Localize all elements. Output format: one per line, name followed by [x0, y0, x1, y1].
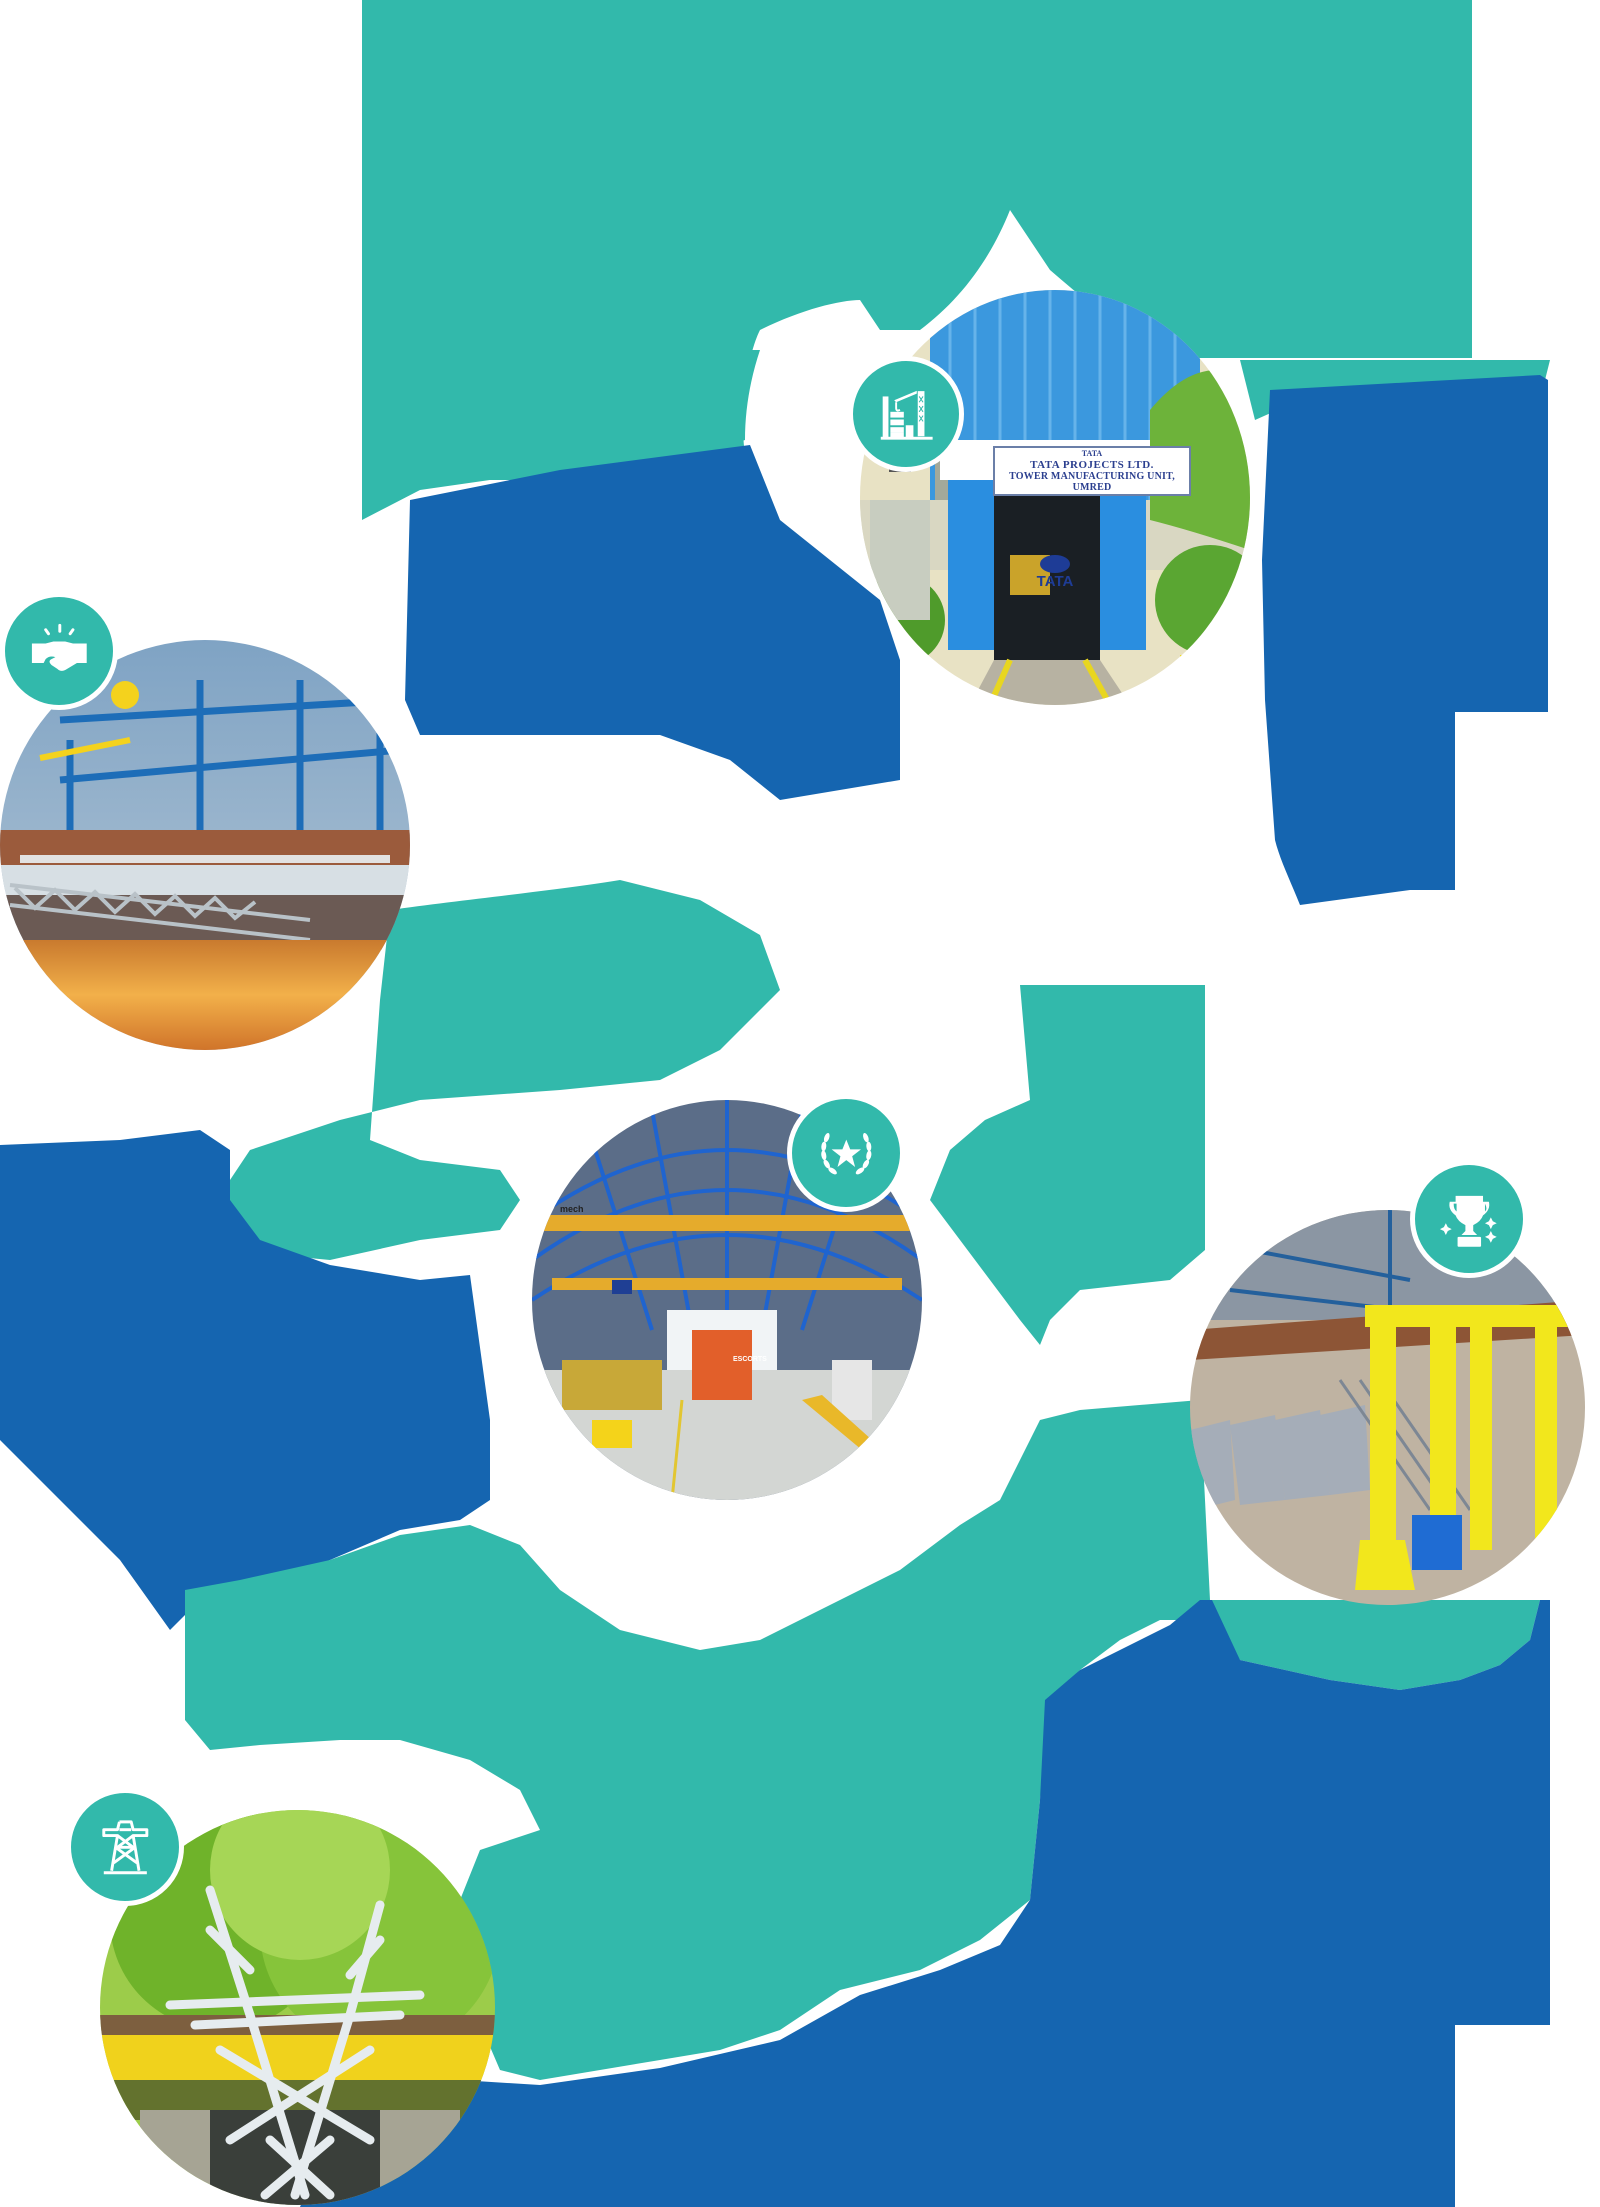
blue-panel-left	[0, 1130, 490, 1630]
blue-panel-right	[1262, 375, 1548, 905]
blue-panel-lower-right	[300, 1600, 1550, 2207]
badge-handshake	[0, 592, 118, 710]
transmission-tower-icon	[102, 1820, 148, 1874]
signboard: TATA TATA PROJECTS LTD. TOWER MANUFACTUR…	[993, 446, 1191, 496]
laurel-star-icon	[820, 1132, 872, 1175]
photo-facility-entrance	[860, 290, 1250, 705]
signboard-line1: TATA PROJECTS LTD.	[1030, 458, 1154, 471]
tata-logo-mark	[1040, 555, 1070, 573]
factory-crane-icon	[881, 390, 933, 440]
tata-logo-text: TATA	[1036, 573, 1074, 590]
teal-panel-upper-left	[362, 350, 760, 520]
signboard-logo: TATA	[1081, 449, 1103, 458]
handshake-icon	[31, 623, 87, 671]
badge-factory-crane	[848, 356, 964, 472]
teal-panel-mid-left	[225, 880, 780, 1260]
badge-laurel-star	[787, 1094, 905, 1212]
teal-panel-center-diamond	[930, 985, 1205, 1345]
teal-panel-lower	[185, 1400, 1210, 2080]
photo-fabrication-shop	[532, 1100, 922, 1500]
blue-panel-upper-left	[405, 445, 900, 800]
trophy-icon	[1439, 1195, 1497, 1247]
crane-rail-label: mech	[560, 1204, 584, 1214]
entrance-tata-logo: TATA	[1000, 555, 1110, 590]
badge-transmission-tower	[66, 1788, 184, 1906]
crane-vehicle-label: ESCORTS	[733, 1356, 767, 1363]
photo-galvanizing-bath	[0, 640, 410, 1050]
photo-galvanized-steel-rack	[1190, 1210, 1585, 1605]
badge-trophy	[1410, 1160, 1528, 1278]
signboard-line2: TOWER MANUFACTURING UNIT, UMRED	[1009, 470, 1175, 493]
teal-panel-lower-right	[1195, 1600, 1540, 1690]
